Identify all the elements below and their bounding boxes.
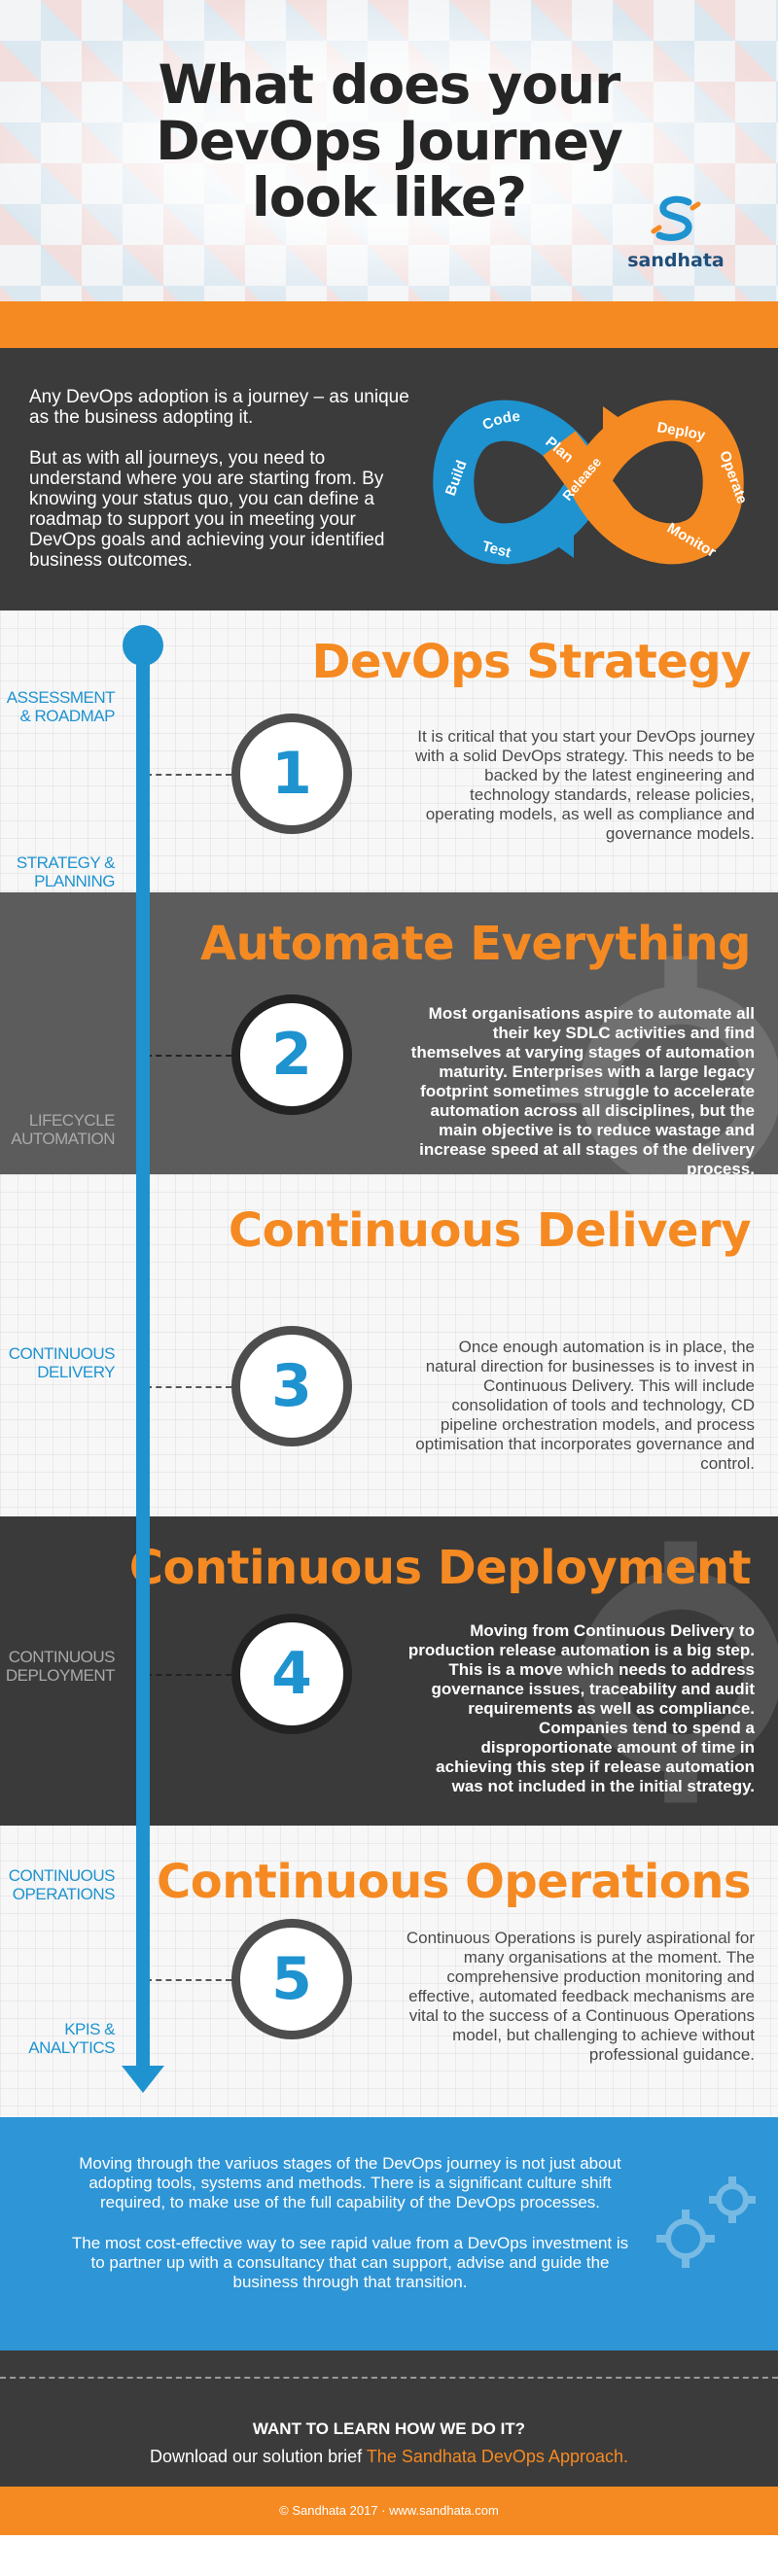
timeline-line [136, 640, 150, 2073]
stage-2: Automate Everything LIFECYCLE AUTOMATION… [0, 892, 778, 1174]
summary-paragraph-1: Moving through the variuos stages of the… [79, 2154, 621, 2211]
cta-line: Download our solution brief The Sandhata… [0, 2443, 778, 2470]
stage-description: Continuous Operations is purely aspirati… [406, 1929, 755, 2064]
stage-title: Continuous Delivery [228, 1203, 752, 1258]
stage-title: Continuous Deployment [128, 1541, 752, 1595]
gear-background-icon [549, 956, 778, 1174]
timeline-arrow-icon [122, 2066, 164, 2093]
summary-text: Moving through the variuos stages of the… [68, 2154, 632, 2314]
dashed-connector [146, 1055, 231, 1057]
sandhata-logo[interactable]: sandhata [613, 194, 739, 271]
stage-description: It is critical that you start your DevOp… [415, 727, 755, 843]
stage-number-circle: 3 [231, 1326, 352, 1446]
dashed-connector [146, 1674, 231, 1676]
summary-section: Moving through the variuos stages of the… [0, 2117, 778, 2350]
stage-side-label: STRATEGY & PLANNING [16, 853, 116, 890]
stages-timeline: DevOps Strategy ASSESSMENT & ROADMAP STR… [0, 610, 778, 2117]
stage-title: Continuous Operations [157, 1855, 751, 1909]
solution-brief-link[interactable]: The Sandhata DevOps Approach. [366, 2447, 628, 2466]
stage-description: Most organisations aspire to automate al… [410, 1004, 755, 1174]
sandhata-s-icon [651, 195, 701, 241]
cta-text: Download our solution brief [149, 2447, 363, 2466]
stage-side-label: ASSESSMENT & ROADMAP [6, 688, 116, 725]
stage-number-circle: 2 [231, 994, 352, 1115]
gears-icon [656, 2176, 756, 2268]
stage-side-label: CONTINUOUS DELIVERY [8, 1344, 116, 1381]
intro-paragraph-2: But as with all journeys, you need to un… [29, 448, 385, 571]
orange-divider [0, 301, 778, 348]
stage-side-label: LIFECYCLE AUTOMATION [11, 1111, 115, 1148]
page-title: What does your DevOps Journey look like? [136, 56, 642, 226]
summary-paragraph-2: The most cost-effective way to see rapid… [71, 2234, 629, 2291]
footer: © Sandhata 2017 · www.sandhata.com [0, 2487, 778, 2535]
timeline-start-dot [123, 625, 163, 666]
footer-text: © Sandhata 2017 · www.sandhata.com [279, 2503, 499, 2518]
intro-section: Any DevOps adoption is a journey – as un… [0, 348, 778, 610]
dashed-connector [146, 1386, 231, 1388]
header-banner: What does your DevOps Journey look like?… [0, 0, 778, 301]
stage-1: DevOps Strategy ASSESSMENT & ROADMAP STR… [0, 610, 778, 892]
dashed-connector [146, 774, 231, 776]
stage-description: Moving from Continuous Delivery to produ… [407, 1621, 755, 1795]
stage-number-circle: 1 [231, 714, 352, 834]
stage-5: Continuous Operations CONTINUOUS OPERATI… [0, 1826, 778, 2117]
intro-text: Any DevOps adoption is a journey – as un… [29, 387, 418, 591]
stage-title: DevOps Strategy [311, 635, 752, 689]
gear-background-icon [549, 1541, 778, 1803]
stage-3: Continuous Delivery CONTINUOUS DELIVERY … [0, 1174, 778, 1516]
stage-side-label: KPIs & ANALYTICS [28, 2020, 115, 2057]
stage-title: Automate Everything [199, 917, 752, 971]
stage-number-circle: 5 [231, 1919, 352, 2039]
dashed-divider [0, 2350, 778, 2404]
title-line-2: DevOps Journey [156, 110, 623, 172]
title-line-1: What does your [158, 53, 621, 116]
stage-side-label: CONTINUOUS OPERATIONS [8, 1866, 116, 1903]
stage-description: Once enough automation is in place, the … [415, 1338, 755, 1473]
logo-text: sandhata [627, 250, 725, 271]
dashed-connector [146, 1979, 231, 1981]
stage-side-label: CONTINUOUS DEPLOYMENT [5, 1648, 116, 1685]
cta-heading: WANT TO LEARN HOW WE DO IT? [252, 2419, 526, 2438]
intro-paragraph-1: Any DevOps adoption is a journey – as un… [29, 387, 409, 428]
title-line-3: look like? [251, 166, 527, 228]
devops-infinity-loop-icon: Code Build Test Plan Release Deploy Oper… [433, 400, 751, 565]
stage-number-circle: 4 [231, 1614, 352, 1734]
stage-4: Continuous Deployment CONTINUOUS DEPLOYM… [0, 1516, 778, 1826]
cta-section: WANT TO LEARN HOW WE DO IT? Download our… [0, 2404, 778, 2487]
